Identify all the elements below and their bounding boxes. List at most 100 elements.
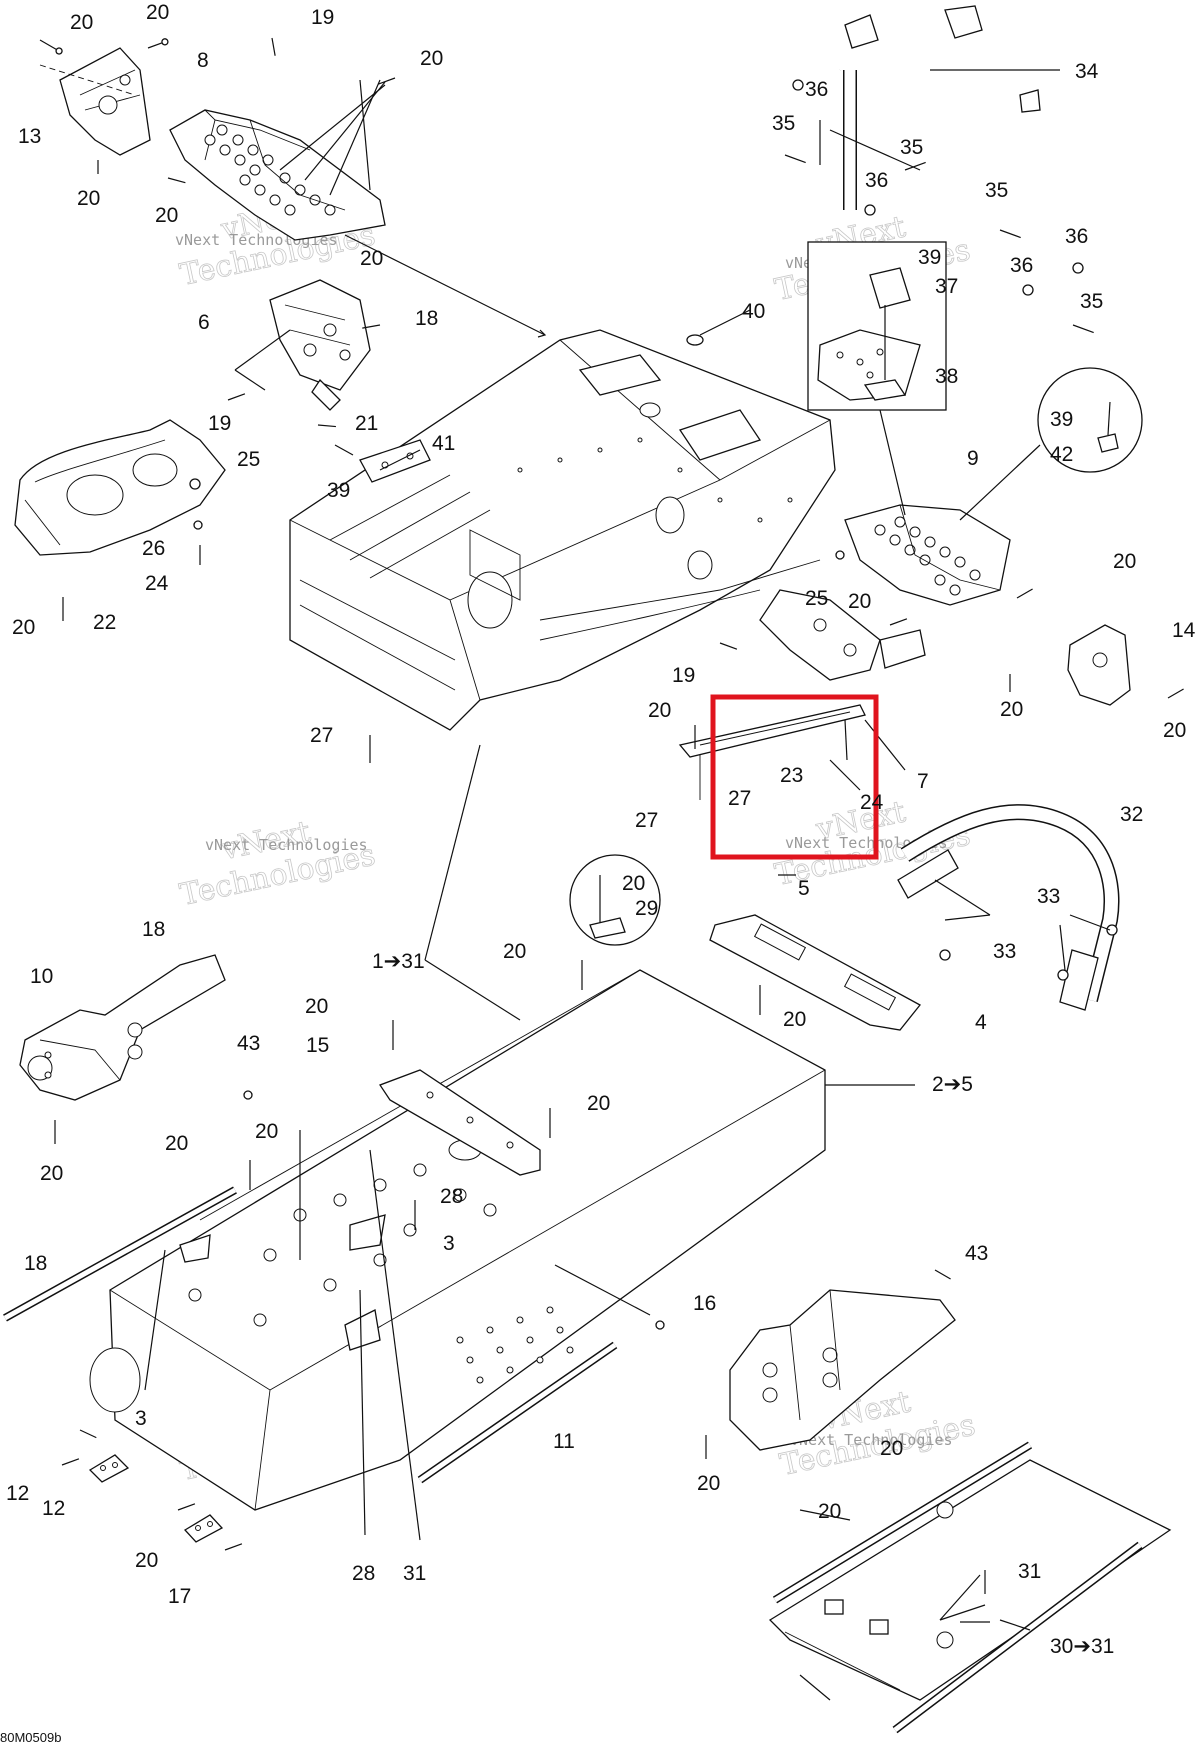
callout: 25 [237, 448, 260, 471]
callout: 30➔31 [1050, 1635, 1114, 1658]
callout: 43 [237, 1032, 260, 1055]
callout: 6 [198, 311, 210, 334]
main-frame-upper [289, 329, 836, 731]
callout: 39 [327, 479, 350, 502]
part-15-strip [379, 1069, 541, 1176]
callout: 20 [1163, 719, 1186, 742]
callout: 4 [975, 1011, 987, 1034]
callout: 20 [648, 699, 671, 722]
callout: 3 [443, 1232, 455, 1255]
callout: 20 [697, 1472, 720, 1495]
part-34-loop [834, 5, 1054, 331]
callout: 43 [965, 1242, 988, 1265]
part-7-bracket [759, 589, 926, 681]
part-41-plate [359, 439, 431, 483]
callout: 24 [145, 572, 169, 595]
callout: 11 [553, 1430, 575, 1453]
callout: 20 [587, 1092, 610, 1115]
callout: 27 [728, 787, 751, 810]
callout: 27 [635, 809, 658, 832]
callout: 35 [772, 112, 795, 135]
callout: 39 [918, 246, 941, 269]
rivet-holes [188, 1163, 497, 1327]
callout: 23 [780, 764, 803, 787]
part-40-washer [686, 334, 704, 346]
callout: 20 [503, 940, 526, 963]
callout: 22 [93, 611, 116, 634]
callout: 2➔5 [932, 1073, 973, 1096]
callout: 20 [880, 1437, 903, 1460]
part-11-bracket [729, 1289, 956, 1451]
highlight-box [710, 694, 879, 860]
callout: 25 [805, 587, 828, 610]
part-12-plate-upper [88, 1454, 130, 1483]
callout: 28 [440, 1185, 463, 1208]
callout: 20 [12, 616, 35, 639]
rivet-holes [517, 437, 793, 523]
callout: 20 [155, 204, 178, 227]
callout: 36 [805, 78, 828, 101]
callout: 31 [403, 1562, 426, 1585]
callout: 41 [432, 432, 455, 455]
callout: 29 [635, 897, 658, 920]
callout-labels: 20 20 19 20 8 13 20 20 20 6 18 19 21 34 … [6, 1, 1196, 1658]
callout: 24 [860, 791, 884, 814]
callout: 20 [420, 47, 443, 70]
callout: 31 [1018, 1560, 1041, 1583]
watermark-small: vNext Technologies [790, 1431, 953, 1449]
callout: 20 [135, 1549, 158, 1572]
callout: 20 [77, 187, 100, 210]
callout: 1➔31 [372, 950, 425, 973]
callout: 20 [165, 1132, 188, 1155]
callout: 8 [197, 49, 209, 72]
callout: 20 [783, 1008, 806, 1031]
callout: 20 [70, 11, 93, 34]
detail-circle-20-29 [569, 854, 661, 946]
part-10-bracket [19, 954, 226, 1101]
perforation-holes [874, 516, 981, 596]
callout: 18 [142, 918, 165, 941]
callout: 14 [1172, 619, 1196, 642]
part-12-plate-lower [183, 1514, 224, 1543]
callout: 16 [693, 1292, 716, 1315]
callout: 20 [360, 247, 383, 270]
callout: 20 [818, 1500, 841, 1523]
callout: 26 [142, 537, 165, 560]
callout: 39 [1050, 408, 1073, 431]
callout: 40 [742, 300, 765, 323]
callout: 12 [6, 1482, 29, 1505]
callout: 12 [42, 1497, 65, 1520]
callout: 36 [865, 169, 888, 192]
part-9-footrest [844, 504, 1011, 606]
callout: 33 [1037, 885, 1060, 908]
callout: 35 [985, 179, 1008, 202]
part-8-footrest [169, 109, 386, 241]
part-23-reinforcement [678, 704, 866, 800]
callout: 38 [935, 365, 958, 388]
main-tunnel-lower [89, 969, 826, 1511]
callout: 13 [18, 125, 41, 148]
callout: 15 [306, 1034, 329, 1057]
watermark-small: vNext Technologies [205, 836, 368, 854]
callout: 18 [24, 1252, 47, 1275]
part-14-bracket [1067, 624, 1131, 706]
callout: 34 [1075, 60, 1099, 83]
part-drawings [3, 5, 1184, 1734]
part-13-bracket [39, 47, 151, 156]
callout: 20 [40, 1162, 63, 1185]
callout: 36 [1065, 225, 1088, 248]
callout: 9 [967, 447, 979, 470]
part-32-grab-handle [897, 804, 1120, 1011]
callout: 35 [900, 136, 923, 159]
callout: 19 [311, 6, 334, 29]
part-6-bracket [269, 279, 371, 411]
callout: 42 [1050, 443, 1073, 466]
inset-box [807, 241, 947, 411]
callout: 19 [208, 412, 231, 435]
perforations [456, 1306, 574, 1384]
callout: 3 [135, 1407, 147, 1430]
callout: 19 [672, 664, 695, 687]
part-22-side-cover [14, 419, 226, 556]
callout: 5 [798, 877, 810, 900]
callout: 20 [1000, 698, 1023, 721]
